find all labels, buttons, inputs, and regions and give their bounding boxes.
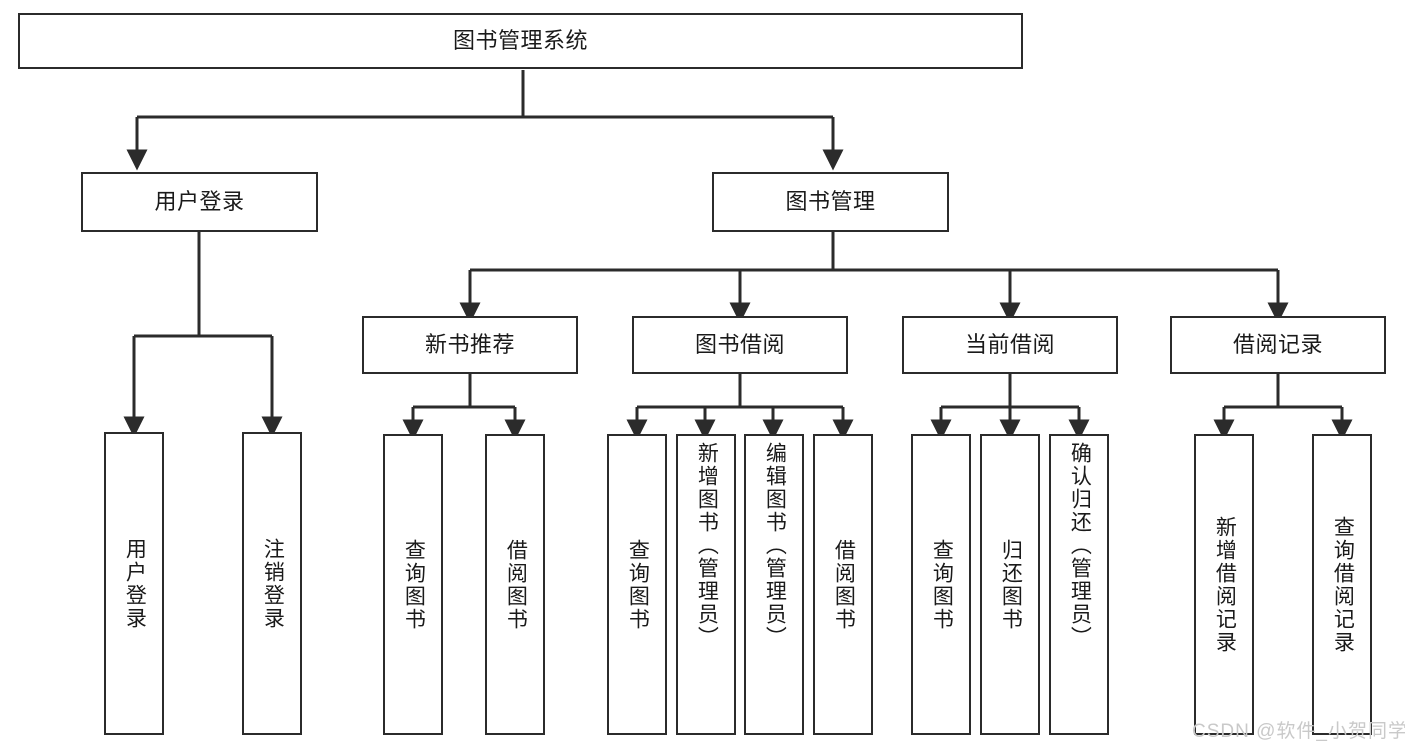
leaf-confirm-return-admin[interactable]: 确认归还（管理员） bbox=[1049, 434, 1109, 735]
leaf-query-borrow-record[interactable]: 查询借阅记录 bbox=[1312, 434, 1372, 735]
leaf-return-book[interactable]: 归还图书 bbox=[980, 434, 1040, 735]
leaf-query-book-recommend[interactable]: 查询图书 bbox=[383, 434, 443, 735]
node-borrow-record[interactable]: 借阅记录 bbox=[1170, 316, 1386, 374]
leaf-query-book-borrow[interactable]: 查询图书 bbox=[607, 434, 667, 735]
node-new-book-recommend[interactable]: 新书推荐 bbox=[362, 316, 578, 374]
node-root[interactable]: 图书管理系统 bbox=[18, 13, 1023, 69]
node-current-borrow[interactable]: 当前借阅 bbox=[902, 316, 1118, 374]
leaf-borrow-book-recommend[interactable]: 借阅图书 bbox=[485, 434, 545, 735]
leaf-query-book-current[interactable]: 查询图书 bbox=[911, 434, 971, 735]
leaf-user-login[interactable]: 用户登录 bbox=[104, 432, 164, 735]
node-book-borrow[interactable]: 图书借阅 bbox=[632, 316, 848, 374]
leaf-add-book-admin[interactable]: 新增图书（管理员） bbox=[676, 434, 736, 735]
leaf-user-logout[interactable]: 注销登录 bbox=[242, 432, 302, 735]
node-book-management[interactable]: 图书管理 bbox=[712, 172, 949, 232]
leaf-add-borrow-record[interactable]: 新增借阅记录 bbox=[1194, 434, 1254, 735]
leaf-edit-book-admin[interactable]: 编辑图书（管理员） bbox=[744, 434, 804, 735]
node-user-login[interactable]: 用户登录 bbox=[81, 172, 318, 232]
leaf-borrow-book-borrow[interactable]: 借阅图书 bbox=[813, 434, 873, 735]
watermark-text: CSDN @软件_小贺同学 bbox=[1192, 721, 1405, 742]
